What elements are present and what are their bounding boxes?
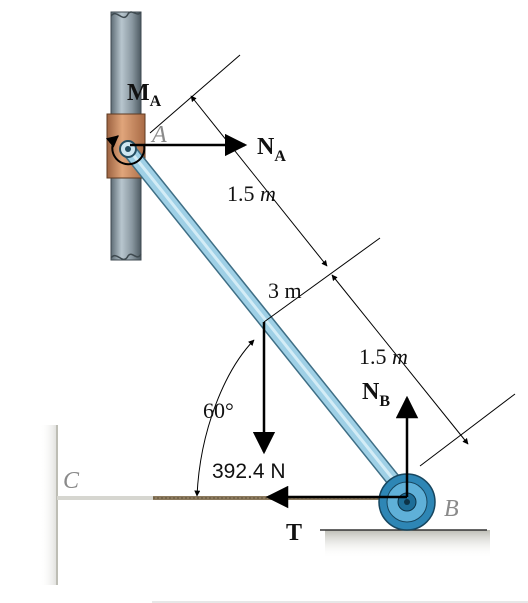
label-angle: 60° xyxy=(203,398,234,423)
label-dim-upper: 1.5 m xyxy=(227,181,276,206)
pin-a xyxy=(119,140,137,158)
label-weight: 392.4 N xyxy=(212,460,286,483)
label-moment-ma: MA xyxy=(127,80,162,110)
label-point-a: A xyxy=(150,122,167,148)
angle-arc xyxy=(194,339,255,497)
label-point-c: C xyxy=(63,468,80,494)
roller-b xyxy=(378,473,436,531)
label-dim-mid: 3 m xyxy=(268,278,302,303)
dimension-lines xyxy=(149,54,516,467)
label-force-nb: NB xyxy=(362,379,390,410)
label-tension: T xyxy=(286,520,302,546)
wall-c xyxy=(40,425,58,585)
label-force-na: NA xyxy=(257,134,286,165)
moment-arc-a xyxy=(105,135,146,166)
label-dim-lower: 1.5 m xyxy=(359,344,408,369)
label-point-b: B xyxy=(444,496,459,522)
ground-b xyxy=(320,529,490,558)
